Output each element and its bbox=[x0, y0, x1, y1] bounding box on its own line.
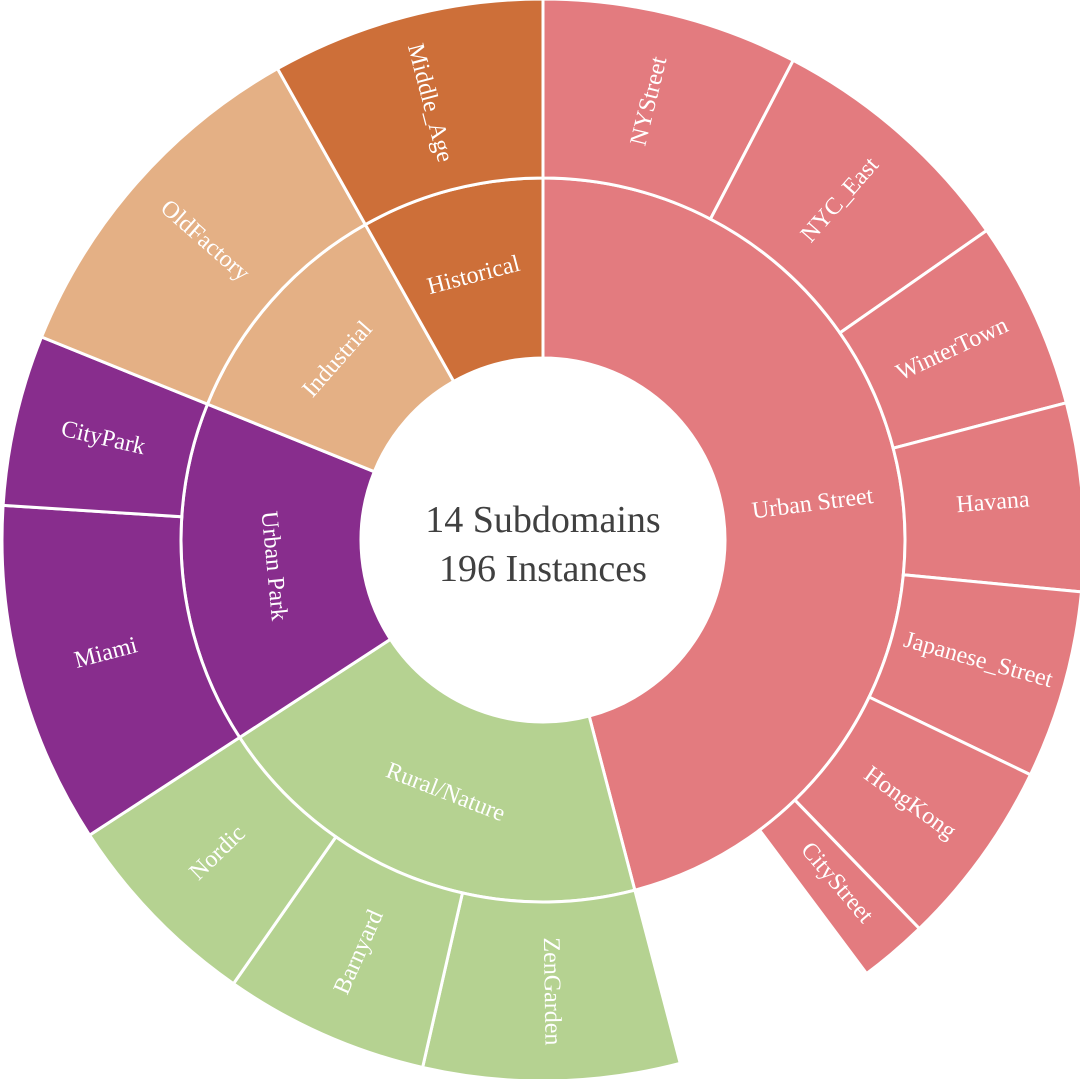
subdomain-segment-citystreet bbox=[757, 797, 922, 976]
subdomain-segment-middle-age bbox=[275, 0, 545, 227]
center-label-line-1: 14 Subdomains bbox=[425, 499, 660, 541]
subdomain-label-havana: Havana bbox=[955, 486, 1030, 518]
subdomain-label-zengarden: ZenGarden bbox=[538, 937, 566, 1045]
center-label-line-2: 196 Instances bbox=[439, 548, 647, 590]
